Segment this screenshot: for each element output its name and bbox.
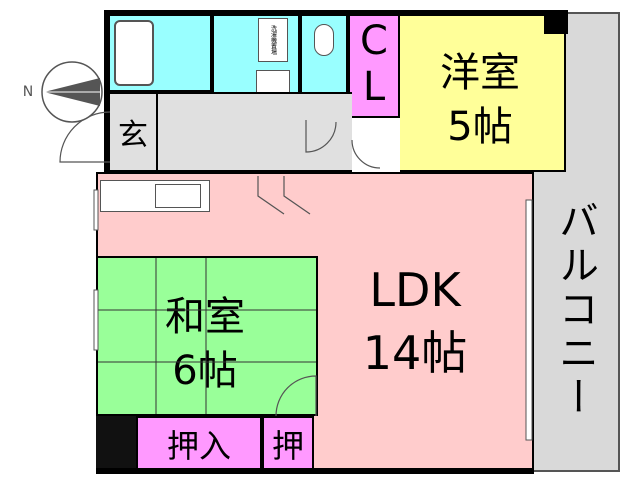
closet <box>348 14 400 118</box>
oshi-label: 押 <box>271 427 304 465</box>
sink <box>155 184 201 208</box>
ldk-name: LDK <box>369 263 461 317</box>
wall-left <box>104 10 110 172</box>
western-room-name: 洋室 <box>440 50 520 96</box>
wall-top <box>104 10 568 16</box>
washing-machine-space <box>258 18 288 62</box>
compass-north-label: N <box>22 84 34 100</box>
japanese-room <box>96 256 318 416</box>
corridor <box>158 92 352 172</box>
closet-c-label: C <box>360 18 388 64</box>
oshiire <box>136 416 262 472</box>
oshi-closet <box>262 416 314 472</box>
japanese-room-name: 和室 <box>165 294 245 340</box>
japanese-room-size: 6帖 <box>172 348 238 394</box>
ldk-size: 14帖 <box>362 326 468 380</box>
closet-l-label: L <box>362 64 386 110</box>
corner-column <box>544 10 568 34</box>
western-room <box>400 14 566 172</box>
washing-machine-label: 洗濯機置場 <box>269 25 277 55</box>
western-room-size: 5帖 <box>447 104 513 150</box>
toilet-bowl <box>314 24 334 56</box>
entrance-label: 玄 <box>118 118 148 153</box>
wall-bottom <box>96 468 534 474</box>
bathtub <box>114 20 154 86</box>
column <box>96 416 136 472</box>
oshiire-label: 押入 <box>166 427 231 465</box>
balcony-label: バルコニー <box>552 200 598 420</box>
